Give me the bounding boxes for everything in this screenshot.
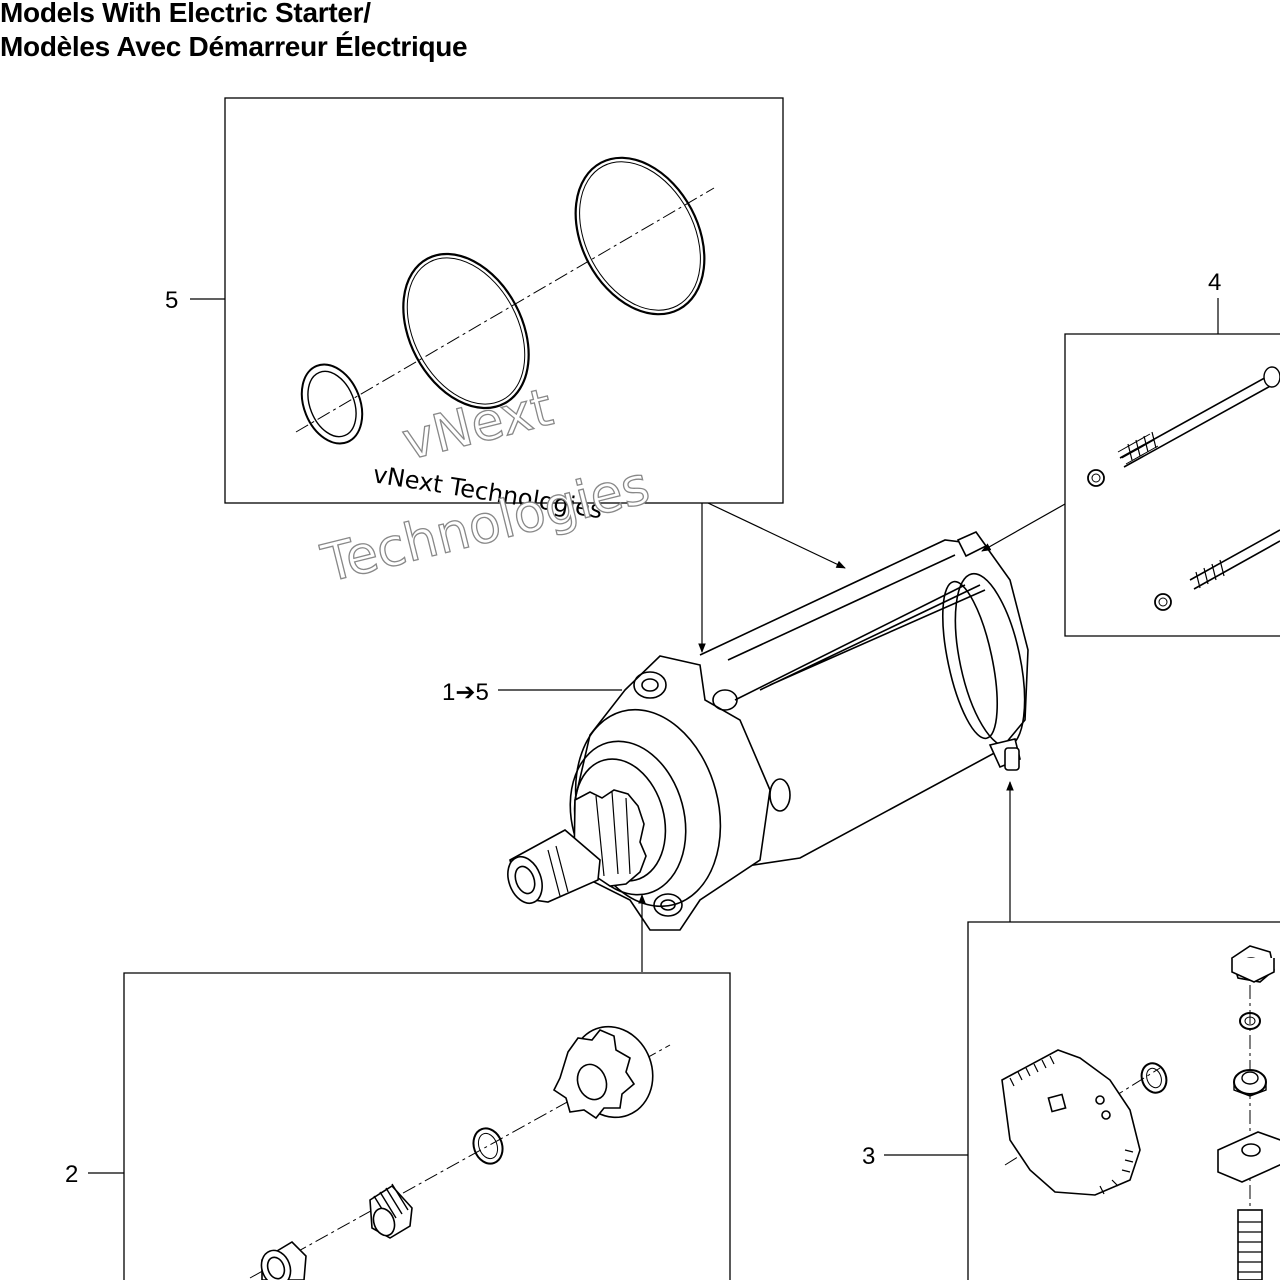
callout-2: 2 bbox=[65, 1161, 78, 1188]
snap-ring bbox=[472, 1127, 504, 1165]
starter-motor bbox=[507, 531, 1029, 931]
stop-collar bbox=[260, 1240, 307, 1280]
terminal-stud bbox=[1237, 1209, 1263, 1280]
detail-box-5 bbox=[224, 97, 784, 504]
callout-5: 5 bbox=[165, 287, 178, 314]
index-plate bbox=[1001, 1049, 1141, 1196]
through-bolt-lower bbox=[1154, 529, 1280, 611]
washer bbox=[1140, 1062, 1168, 1094]
page-title-line-2: Modèles Avec Démarreur Électrique bbox=[0, 31, 468, 62]
page-title-line-1: Models With Electric Starter/ bbox=[0, 0, 371, 28]
through-bolt-upper bbox=[1087, 366, 1280, 487]
insulator-bushing bbox=[1233, 1069, 1267, 1097]
callout-1-5: 1➔5 bbox=[442, 679, 489, 706]
watermark-large-line-1: vNext bbox=[397, 378, 559, 473]
detail-box-3 bbox=[967, 921, 1280, 1280]
callout-3: 3 bbox=[862, 1143, 875, 1170]
watermark-large-line-2: Technologies bbox=[316, 456, 656, 595]
o-ring-small bbox=[300, 363, 364, 445]
pinion-drive bbox=[552, 1025, 654, 1120]
hex-nut bbox=[1231, 945, 1275, 983]
o-ring-large bbox=[574, 156, 706, 316]
spring-sleeve bbox=[369, 1183, 413, 1239]
detail-box-4 bbox=[1064, 333, 1280, 637]
callout-4: 4 bbox=[1208, 269, 1221, 296]
lock-washer bbox=[1239, 1012, 1261, 1030]
o-ring-medium bbox=[402, 252, 530, 410]
terminal-plate bbox=[1217, 1131, 1280, 1183]
detail-box-2 bbox=[123, 972, 731, 1280]
